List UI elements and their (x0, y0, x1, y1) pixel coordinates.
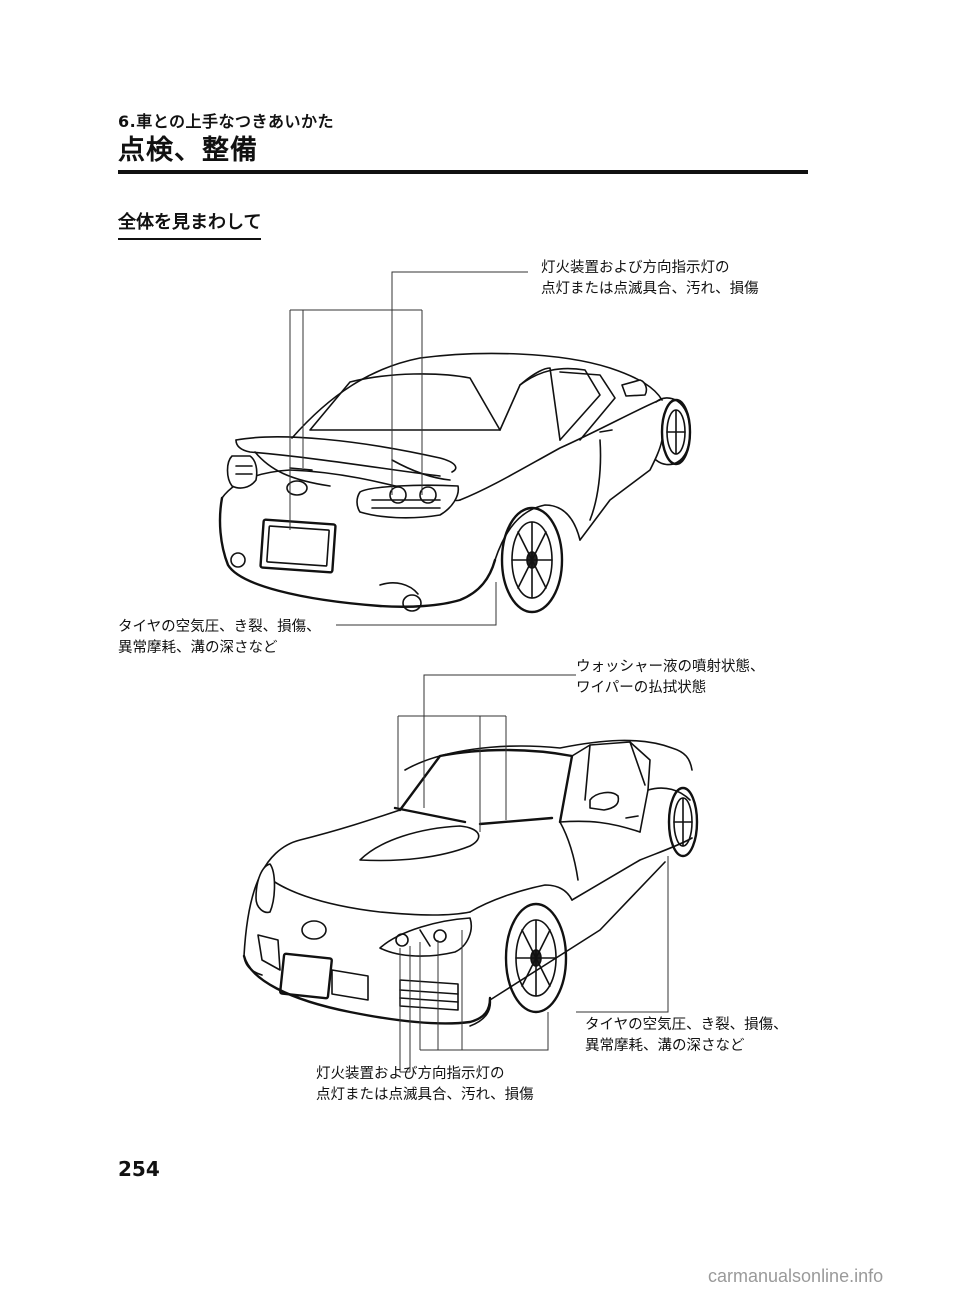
front-tire-callout-line2: 異常摩耗、溝の深さなど (585, 1038, 745, 1054)
rear-lights-callout: 灯火装置および方向指示灯の 点灯または点滅具合、汚れ、損傷 (541, 258, 759, 300)
rear-leaders (289, 271, 528, 626)
page-title: 点検、整備 (118, 135, 258, 166)
rear-lights-callout-line1: 灯火装置および方向指示灯の (541, 260, 730, 276)
front-tire-callout: タイヤの空気圧、き裂、損傷、 異常摩耗、溝の深さなど (585, 1015, 788, 1057)
front-lights-callout-line2: 点灯または点滅具合、汚れ、損傷 (316, 1087, 534, 1103)
washer-wiper-callout-line2: ワイパーの払拭状態 (576, 680, 707, 696)
front-leaders (397, 674, 669, 1073)
page-number: 254 (118, 1157, 160, 1181)
front-lights-callout: 灯火装置および方向指示灯の 点灯または点滅具合、汚れ、損傷 (316, 1064, 534, 1106)
front-car-illustration (242, 739, 699, 1027)
section-heading: 全体を見まわして (118, 208, 262, 240)
front-lights-callout-line1: 灯火装置および方向指示灯の (316, 1066, 505, 1082)
washer-wiper-callout-line1: ウォッシャー液の噴射状態、 (576, 659, 765, 675)
watermark: carmanualsonline.info (708, 1266, 884, 1286)
chapter-heading: 6.車との上手なつきあいかた (118, 112, 335, 131)
front-tire-callout-line1: タイヤの空気圧、き裂、損傷、 (585, 1017, 788, 1033)
rear-car-illustration (218, 352, 692, 614)
rear-tire-callout-line2: 異常摩耗、溝の深さなど (118, 640, 278, 656)
washer-wiper-callout: ウォッシャー液の噴射状態、 ワイパーの払拭状態 (576, 657, 765, 699)
rear-lights-callout-line2: 点灯または点滅具合、汚れ、損傷 (541, 281, 759, 297)
title-divider (118, 170, 808, 174)
rear-tire-callout-line1: タイヤの空気圧、き裂、損傷、 (118, 619, 321, 635)
rear-tire-callout: タイヤの空気圧、き裂、損傷、 異常摩耗、溝の深さなど (118, 617, 321, 659)
